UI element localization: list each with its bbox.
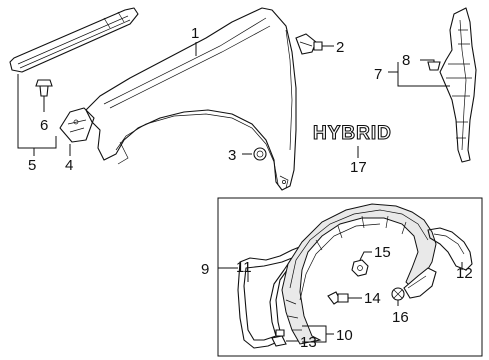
- callout-15: 15: [374, 244, 391, 261]
- callout-10: 10: [336, 327, 353, 344]
- bolt-part: [295, 33, 334, 55]
- fender-liner-part: [281, 203, 437, 345]
- callout-7: 7: [374, 66, 382, 83]
- fender-panel-part: [85, 7, 297, 191]
- callout-2: 2: [336, 39, 344, 56]
- bracket-part: [59, 107, 95, 156]
- nut-part: [351, 251, 372, 277]
- callout-14: 14: [364, 290, 381, 307]
- callout-3: 3: [228, 147, 236, 164]
- shield-part: [427, 227, 473, 271]
- callout-1: 1: [191, 25, 199, 42]
- seal-strip-part: [9, 7, 139, 73]
- screw-16-part: [391, 287, 405, 306]
- callout-13: 13: [300, 334, 317, 351]
- callout-5: 5: [28, 157, 36, 174]
- callout-6: 6: [40, 117, 48, 134]
- bracket-7: [388, 62, 450, 87]
- hybrid-emblem-part: HYBRID: [312, 122, 392, 158]
- screw-14-part: [327, 291, 362, 305]
- callout-labels: 1 2 3 4 5 6 7 8 9 10 11 12 13 14 15 16 1…: [28, 25, 473, 351]
- retainer-part: [420, 59, 441, 71]
- emblem-text: HYBRID: [313, 123, 392, 144]
- plug-part: [242, 147, 267, 161]
- callout-9: 9: [201, 261, 209, 278]
- bracket-10: [302, 325, 334, 343]
- liner-inset-box: [217, 197, 483, 357]
- callout-4: 4: [65, 157, 73, 174]
- clip-part: [35, 79, 53, 112]
- callout-11: 11: [236, 259, 252, 276]
- garnish-part: [439, 7, 477, 163]
- seal-loop-part: [237, 245, 303, 349]
- callout-17: 17: [350, 159, 367, 176]
- bracket-5: [17, 74, 57, 149]
- callout-12: 12: [456, 265, 473, 282]
- callout-8: 8: [402, 52, 410, 69]
- callout-16: 16: [392, 309, 409, 326]
- clip-13-part: [271, 329, 298, 347]
